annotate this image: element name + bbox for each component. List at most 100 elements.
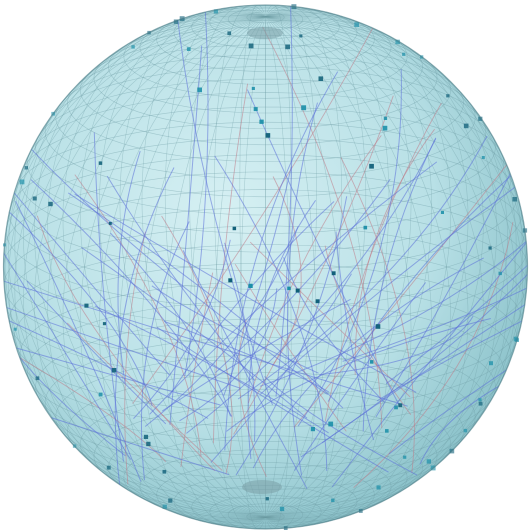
detector-hit: [287, 286, 291, 291]
mesh-meridian: [119, 8, 266, 518]
particle-track: [167, 201, 335, 398]
particle-track: [238, 319, 267, 477]
mesh-meridian: [265, 16, 317, 529]
mesh-meridian: [119, 16, 266, 526]
particle-track: [3, 97, 132, 460]
mesh-meridian: [189, 16, 266, 529]
mesh-meridian: [141, 7, 266, 518]
detector-hit: [168, 498, 173, 503]
detector-hit: [24, 166, 28, 170]
particle-track: [93, 132, 124, 462]
mesh-meridian: [265, 16, 527, 518]
mesh-meridian: [265, 16, 523, 518]
particle-track: [26, 280, 167, 425]
mesh-latitude-ring: [93, 26, 438, 129]
particle-track: [319, 315, 474, 376]
detector-hit: [102, 322, 106, 326]
mesh-meridian: [265, 16, 517, 519]
detector-hit: [248, 43, 254, 49]
mesh-meridian: [265, 16, 342, 529]
detector-hit: [375, 324, 381, 329]
mesh-meridian: [23, 14, 266, 518]
detector-hit: [146, 441, 151, 447]
detector-hit: [478, 116, 483, 121]
mesh-latitude-ring: [55, 54, 476, 180]
mesh-latitude-ring: [79, 388, 452, 499]
particle-track: [144, 226, 299, 427]
detector-hit: [369, 163, 374, 169]
detector-hit: [251, 86, 255, 90]
particle-track: [237, 135, 488, 400]
detector-hit: [98, 161, 103, 165]
particle-track: [156, 326, 389, 473]
detector-hit: [111, 368, 117, 373]
mesh-meridian: [265, 8, 412, 518]
mesh-meridian: [265, 16, 527, 518]
detector-hit: [301, 105, 307, 111]
particle-track: [141, 221, 190, 480]
mesh-meridian: [164, 16, 266, 528]
detector-hit: [478, 401, 483, 406]
particle-track: [376, 277, 528, 402]
top-pole-cap: [247, 27, 283, 39]
mesh-latitude-ring: [44, 336, 487, 468]
particle-track: [15, 200, 142, 482]
detector-hit: [108, 221, 112, 225]
detector-hit: [227, 31, 232, 36]
particle-track: [262, 26, 383, 429]
mesh-meridian: [3, 16, 266, 518]
particle-track: [3, 284, 221, 406]
particle-track: [164, 320, 330, 393]
detector-hit: [35, 376, 40, 381]
particle-track: [327, 166, 521, 402]
mesh-meridian: [265, 16, 367, 528]
detector-hit: [394, 405, 398, 410]
mesh-latitude-ring: [19, 106, 512, 253]
detector-hit: [253, 107, 258, 112]
particle-track: [214, 155, 328, 471]
particle-track: [275, 5, 293, 397]
detector-hit: [259, 119, 264, 124]
particle-track: [223, 166, 292, 396]
detector-hit: [512, 197, 517, 202]
particle-track: [94, 305, 329, 434]
detector-hit: [398, 403, 403, 408]
particle-track: [186, 138, 437, 434]
particle-tracks: [3, 5, 528, 489]
particle-track: [3, 279, 408, 407]
particle-track: [324, 245, 412, 415]
mesh-meridian: [265, 16, 412, 526]
detector-hit: [265, 133, 271, 138]
detector-hit: [13, 327, 17, 331]
mesh-latitude-ring: [173, 5, 358, 60]
particle-track: [36, 215, 216, 472]
particle-track: [293, 73, 528, 428]
mesh-meridian: [164, 6, 266, 518]
particle-track: [161, 215, 233, 475]
detector-hit: [369, 360, 374, 364]
detector-hit: [403, 455, 407, 459]
mesh-meridian: [214, 16, 266, 529]
particle-track: [247, 200, 317, 460]
detector-hit: [162, 469, 167, 474]
mesh-latitude-ring: [55, 354, 476, 480]
detector-hit: [498, 271, 502, 276]
particle-track: [30, 179, 233, 417]
mesh-meridian: [265, 16, 523, 518]
detector-hit: [328, 421, 334, 427]
particle-track: [81, 246, 308, 419]
particle-track: [184, 5, 209, 376]
particle-track: [233, 95, 394, 435]
particle-track: [335, 231, 375, 441]
mesh-meridian: [265, 16, 433, 525]
particle-track: [3, 265, 241, 389]
particle-track: [252, 257, 484, 469]
detector-hit: [48, 201, 53, 207]
mesh-meridian: [4, 16, 266, 518]
mesh-meridian: [265, 9, 433, 518]
detector-hit: [143, 434, 149, 439]
detector-hit: [489, 361, 493, 366]
particle-track: [117, 150, 141, 384]
detector-hit: [98, 392, 103, 397]
detector-hit: [463, 428, 468, 433]
